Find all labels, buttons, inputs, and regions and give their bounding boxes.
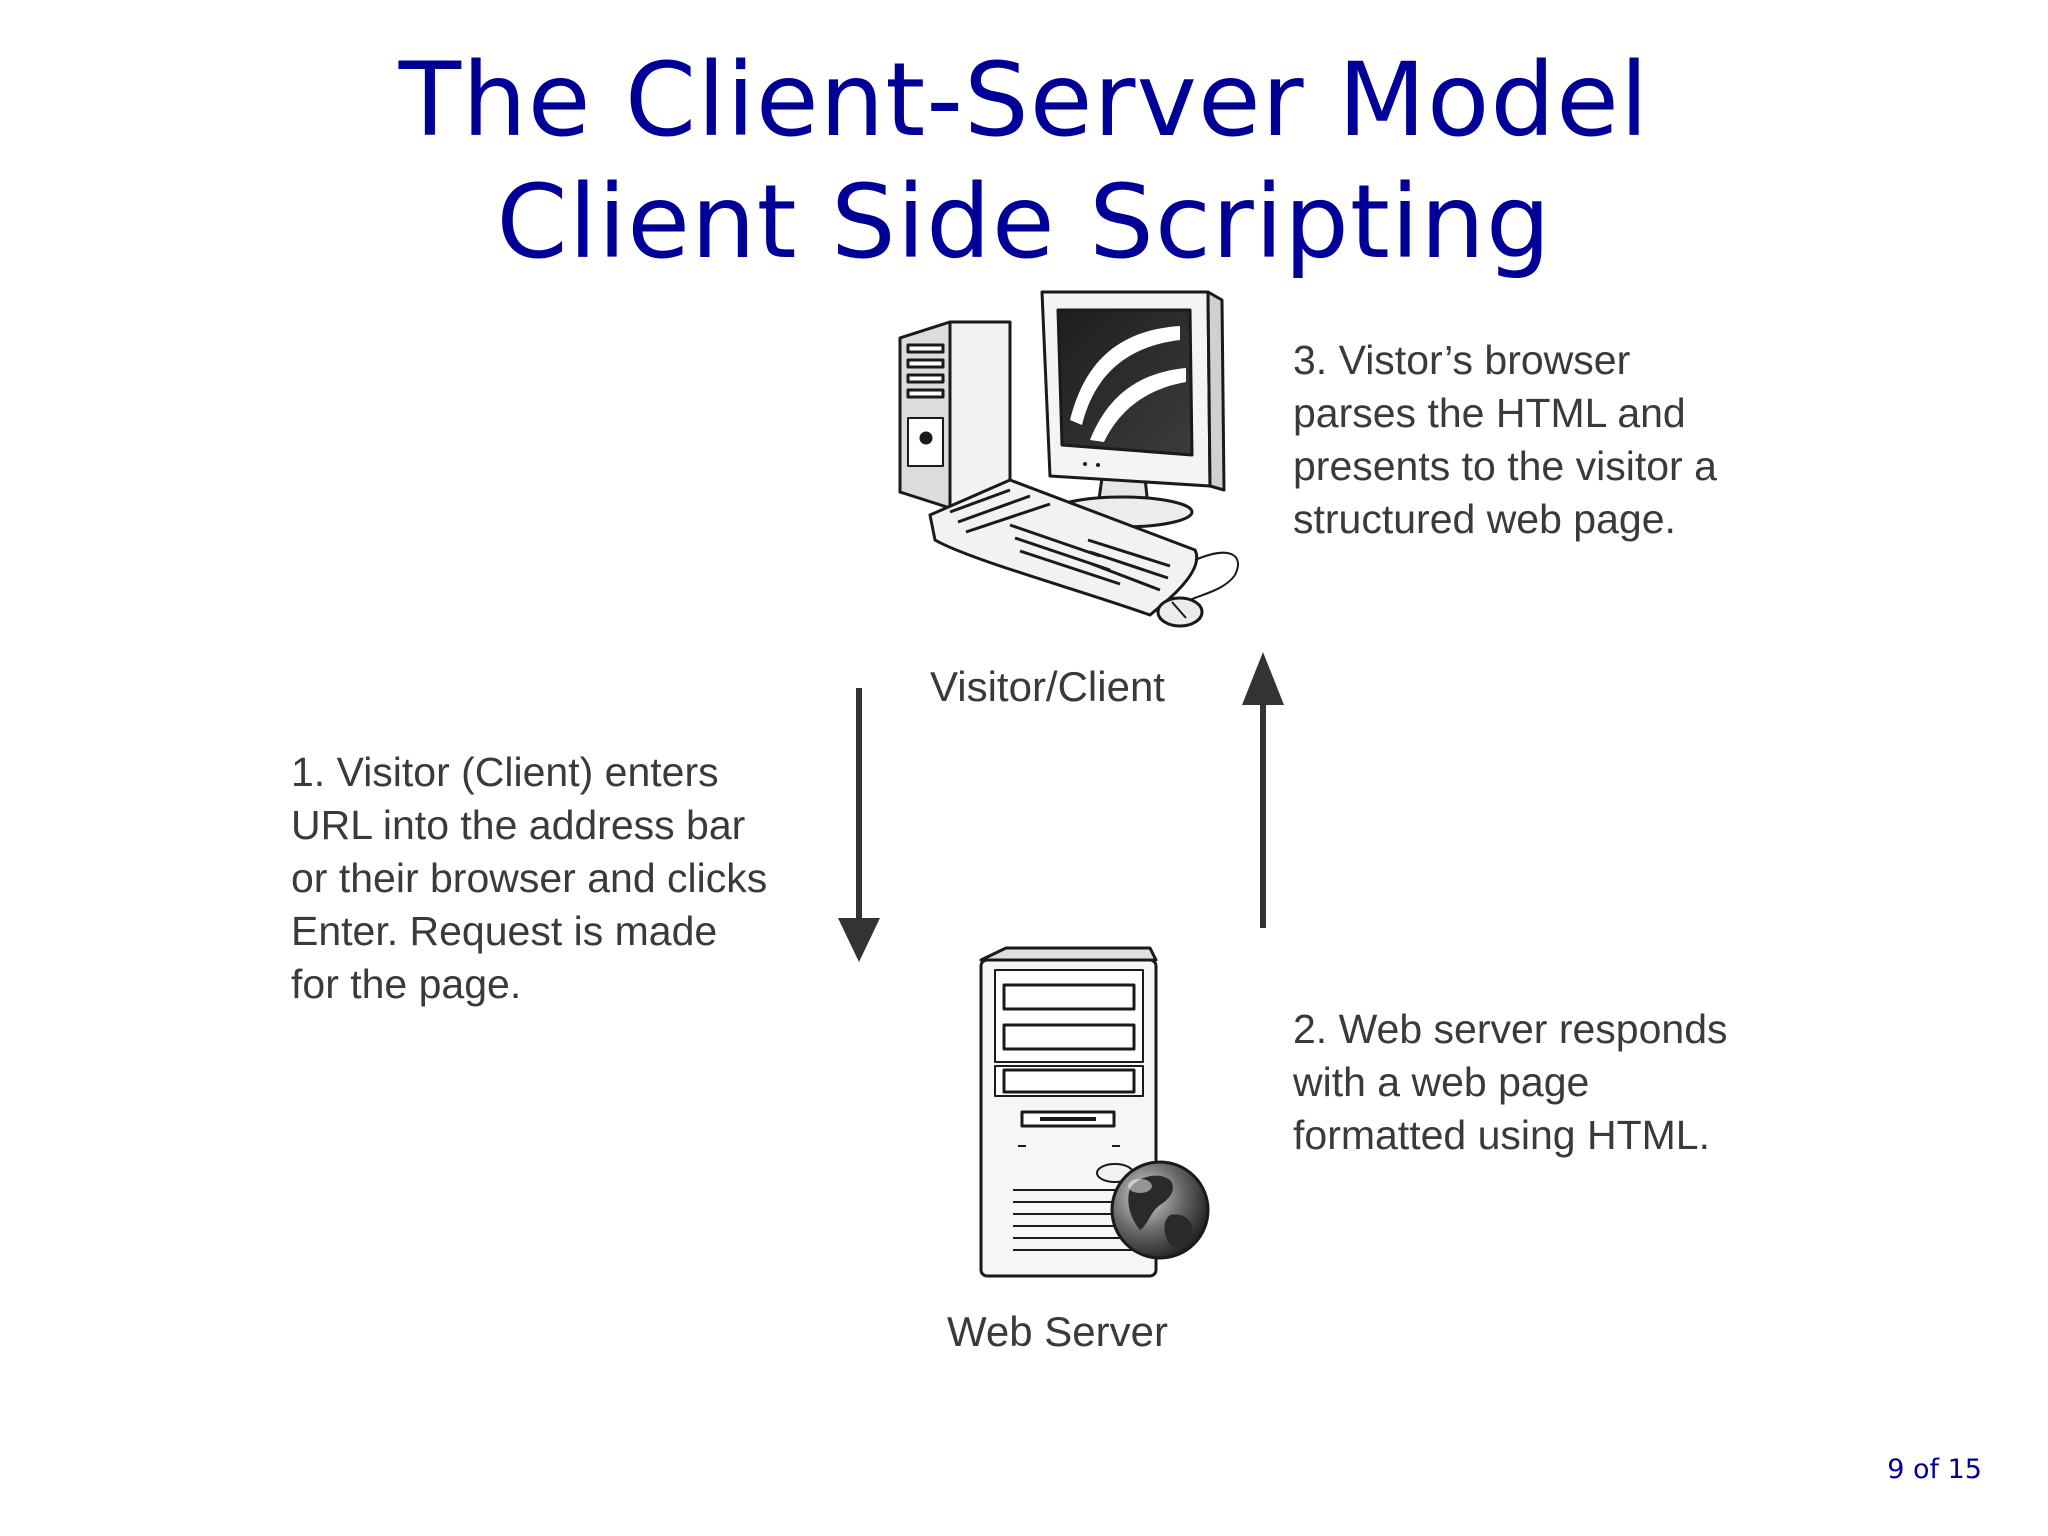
step-3-line: presents to the visitor a (1293, 443, 1717, 489)
step-2-caption: 2. Web server responds with a web page f… (1293, 1003, 1728, 1162)
step-1-caption: 1. Visitor (Client) enters URL into the … (291, 746, 767, 1011)
step-2-line: formatted using HTML. (1293, 1112, 1710, 1158)
client-label: Visitor/Client (930, 663, 1165, 710)
step-2-line: with a web page (1293, 1059, 1590, 1105)
globe-icon (1096, 1160, 1210, 1260)
step-3-line: parses the HTML and (1293, 390, 1686, 436)
slide-title-line-1: The Client-Server Model (398, 41, 1650, 160)
step-1-line: or their browser and clicks (291, 855, 768, 901)
step-1-line: Enter. Request is made (291, 908, 718, 954)
step-1-line: for the page. (291, 961, 522, 1007)
step-3-line: structured web page. (1293, 496, 1676, 542)
step-3-line: 3. Vistor’s browser (1293, 337, 1631, 383)
request-arrow-down (838, 688, 880, 962)
step-3-caption: 3. Vistor’s browser parses the HTML and … (1293, 334, 1717, 546)
step-2-line: 2. Web server responds (1293, 1006, 1728, 1052)
step-1-line: URL into the address bar (291, 802, 746, 848)
step-1-line: 1. Visitor (Client) enters (291, 749, 719, 795)
page-number: 9 of 15 (1887, 1454, 1982, 1485)
desktop-computer-icon (898, 290, 1240, 628)
server-label: Web Server (947, 1308, 1168, 1355)
response-arrow-up (1242, 652, 1284, 928)
slide-title-line-2: Client Side Scripting (496, 163, 1552, 282)
